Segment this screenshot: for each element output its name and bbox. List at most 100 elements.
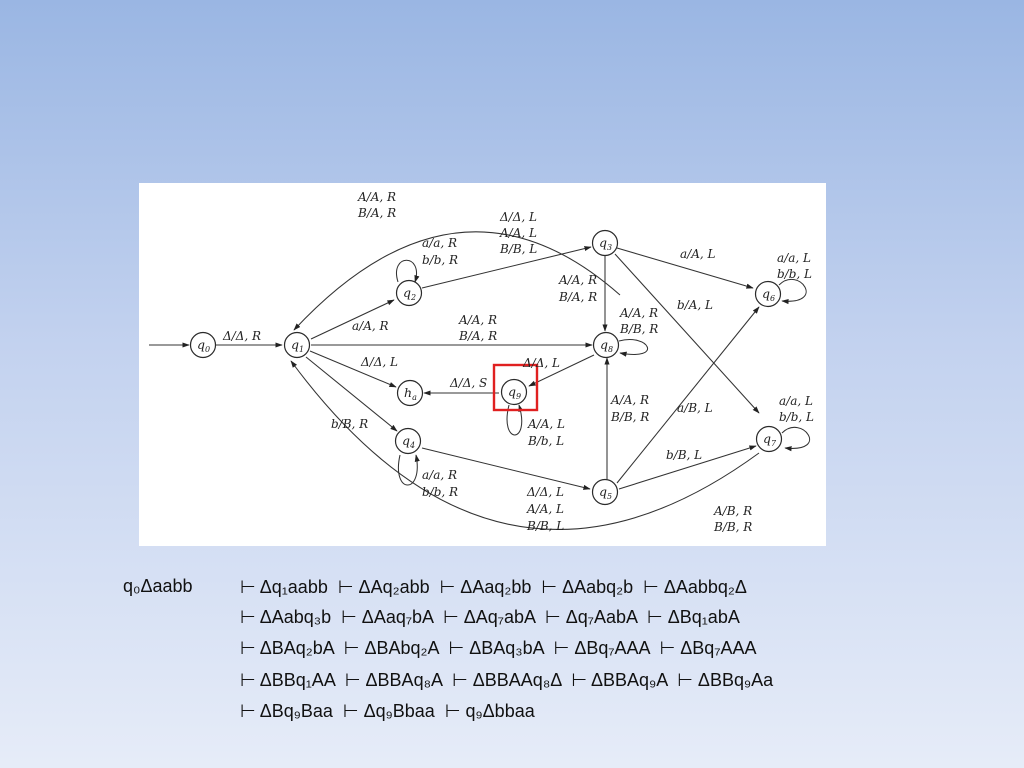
trace-step: ⊢ ΔBAbq₂A [343, 638, 439, 658]
edge-q1-q2 [310, 299, 395, 340]
svg-text:q3: q3 [599, 235, 612, 252]
label-q1-ha: Δ/Δ, L [360, 355, 398, 369]
label-q1-q8: A/A, R B/A, R [458, 313, 497, 343]
svg-text:A/B, R: A/B, R [713, 504, 752, 518]
svg-text:A/A, L: A/A, L [527, 417, 565, 431]
svg-text:b/B, L: b/B, L [666, 448, 702, 462]
edge-q4-q5 [421, 447, 591, 490]
svg-text:Δ/Δ, S: Δ/Δ, S [449, 376, 487, 390]
svg-text:q7: q7 [763, 431, 777, 448]
label-q8-q9: Δ/Δ, L [522, 356, 560, 370]
svg-text:A/A, R: A/A, R [458, 313, 497, 327]
svg-text:B/B, R: B/B, R [713, 520, 752, 534]
label-q9-ha: Δ/Δ, S [449, 376, 487, 390]
edge-q6-q1 [293, 231, 621, 331]
label-q7-q1: A/B, R B/B, R [713, 504, 752, 534]
edge-q7-loop [781, 426, 811, 452]
trace-step: ⊢ ΔBAq₂bA [240, 638, 334, 658]
svg-text:q1: q1 [291, 337, 304, 354]
trace-step: ⊢ ΔBBAAq₈Δ [452, 670, 562, 690]
edge-q7-q1 [290, 360, 760, 531]
svg-text:B/A, R: B/A, R [357, 206, 396, 220]
label-q3-q7: b/A, L [677, 298, 713, 312]
svg-text:a/a, L: a/a, L [777, 251, 811, 265]
label-q2-loop: a/a, R b/b, R [422, 236, 458, 267]
svg-text:b/A, L: b/A, L [677, 298, 713, 312]
label-q5-q6: a/B, L [677, 401, 713, 415]
edge-q2-loop [396, 259, 420, 283]
svg-text:b/B, R: b/B, R [331, 417, 368, 431]
state-q7: q7 [755, 425, 783, 453]
svg-text:Δ/Δ, L: Δ/Δ, L [526, 485, 564, 499]
edge-q5-q7 [618, 445, 757, 490]
state-q0: q0 [189, 331, 217, 359]
svg-text:b/b, R: b/b, R [422, 253, 458, 267]
label-q7-loop: a/a, L b/b, L [779, 394, 814, 424]
label-q4-q5: Δ/Δ, L A/A, L B/B, L [526, 485, 564, 533]
trace-step: ⊢ ΔAq₂abb [337, 577, 430, 597]
svg-text:a/A, R: a/A, R [352, 319, 389, 333]
svg-text:q6: q6 [762, 286, 775, 303]
edge-q8-q9 [528, 354, 595, 387]
svg-text:A/A, R: A/A, R [357, 190, 396, 204]
svg-text:a/a, L: a/a, L [779, 394, 813, 408]
q9-highlight-box [492, 363, 539, 412]
state-q9: q9 [500, 378, 528, 406]
trace-step: ⊢ ΔBBAq₉A [571, 670, 668, 690]
state-q6: q6 [754, 280, 782, 308]
state-q5: q5 [591, 478, 619, 506]
svg-text:B/B, L: B/B, L [526, 519, 564, 533]
svg-text:A/A, R: A/A, R [610, 393, 649, 407]
edge-q1-q4 [305, 356, 398, 432]
edge-q3-q6 [616, 247, 754, 289]
trace-line-5: ⊢ ΔBq₉Baa ⊢ Δq₉Bbaa ⊢ q₉Δbbaa [240, 701, 535, 722]
trace-step: ⊢ ΔBq₇AAA [553, 638, 650, 658]
label-q0-q1: Δ/Δ, R [222, 329, 261, 343]
trace-step: ⊢ ΔBq₁abA [647, 607, 740, 627]
state-q2: q2 [395, 279, 423, 307]
state-q3: q3 [591, 229, 619, 257]
svg-text:B/A, R: B/A, R [558, 290, 597, 304]
label-q4-loop: a/a, R b/b, R [422, 468, 458, 499]
trace-step: ⊢ ΔAaq₇bA [341, 607, 434, 627]
edge-q9-loop [506, 404, 524, 436]
svg-text:q0: q0 [197, 337, 210, 354]
trace-step: ⊢ q₉Δbbaa [444, 701, 535, 721]
trace-step: ⊢ ΔBBq₁AA [240, 670, 335, 690]
svg-text:a/A, L: a/A, L [680, 247, 715, 261]
svg-text:Δ/Δ, L: Δ/Δ, L [499, 210, 537, 224]
label-q2-q3: Δ/Δ, L A/A, L B/B, L [499, 210, 537, 256]
trace-step: ⊢ ΔBAq₃bA [448, 638, 544, 658]
edge-q8-loop [618, 339, 649, 357]
trace-step: ⊢ ΔAabbq₂Δ [643, 577, 747, 597]
trace-step: ⊢ ΔBBAq₈A [344, 670, 443, 690]
label-q3-q8: A/A, R B/A, R [558, 273, 597, 304]
diagram-canvas: q0 q1 q2 q3 q4 q5 q6 q7 q8 q9 ha [149, 190, 814, 534]
svg-text:b/b, L: b/b, L [777, 267, 812, 281]
svg-text:B/B, R: B/B, R [610, 410, 649, 424]
trace-line-4: ⊢ ΔBBq₁AA ⊢ ΔBBAq₈A ⊢ ΔBBAAq₈Δ ⊢ ΔBBAq₉A… [240, 670, 773, 691]
svg-text:a/a, R: a/a, R [422, 236, 457, 250]
svg-text:a/B, L: a/B, L [677, 401, 713, 415]
svg-text:b/b, L: b/b, L [779, 410, 814, 424]
svg-text:Δ/Δ, L: Δ/Δ, L [522, 356, 560, 370]
label-q8-loop: A/A, R B/B, R [619, 306, 658, 336]
trace-step: ⊢ ΔBq₉Baa [240, 701, 333, 721]
svg-text:b/b, R: b/b, R [422, 485, 458, 499]
label-q1-top: A/A, R B/A, R [357, 190, 396, 220]
label-q6-loop: a/a, L b/b, L [777, 251, 812, 281]
svg-text:q4: q4 [402, 433, 415, 450]
label-q9-loop: A/A, L B/b, L [527, 417, 565, 448]
trace-step: ⊢ ΔAabq₃b [240, 607, 332, 627]
trace-step: ⊢ ΔAaq₂bb [439, 577, 532, 597]
svg-text:B/B, L: B/B, L [499, 242, 537, 256]
svg-text:B/B, R: B/B, R [619, 322, 658, 336]
label-q1-q2: a/A, R [352, 319, 389, 333]
state-q4: q4 [394, 427, 422, 455]
trace-line-1: ⊢ Δq₁aabb ⊢ ΔAq₂abb ⊢ ΔAaq₂bb ⊢ ΔAabq₂b … [240, 577, 747, 598]
trace-step: ⊢ Δq₁aabb [240, 577, 328, 597]
svg-text:ha: ha [404, 385, 417, 402]
svg-text:B/b, L: B/b, L [527, 434, 564, 448]
svg-text:B/A, R: B/A, R [458, 329, 497, 343]
edge-q4-loop [397, 454, 420, 486]
